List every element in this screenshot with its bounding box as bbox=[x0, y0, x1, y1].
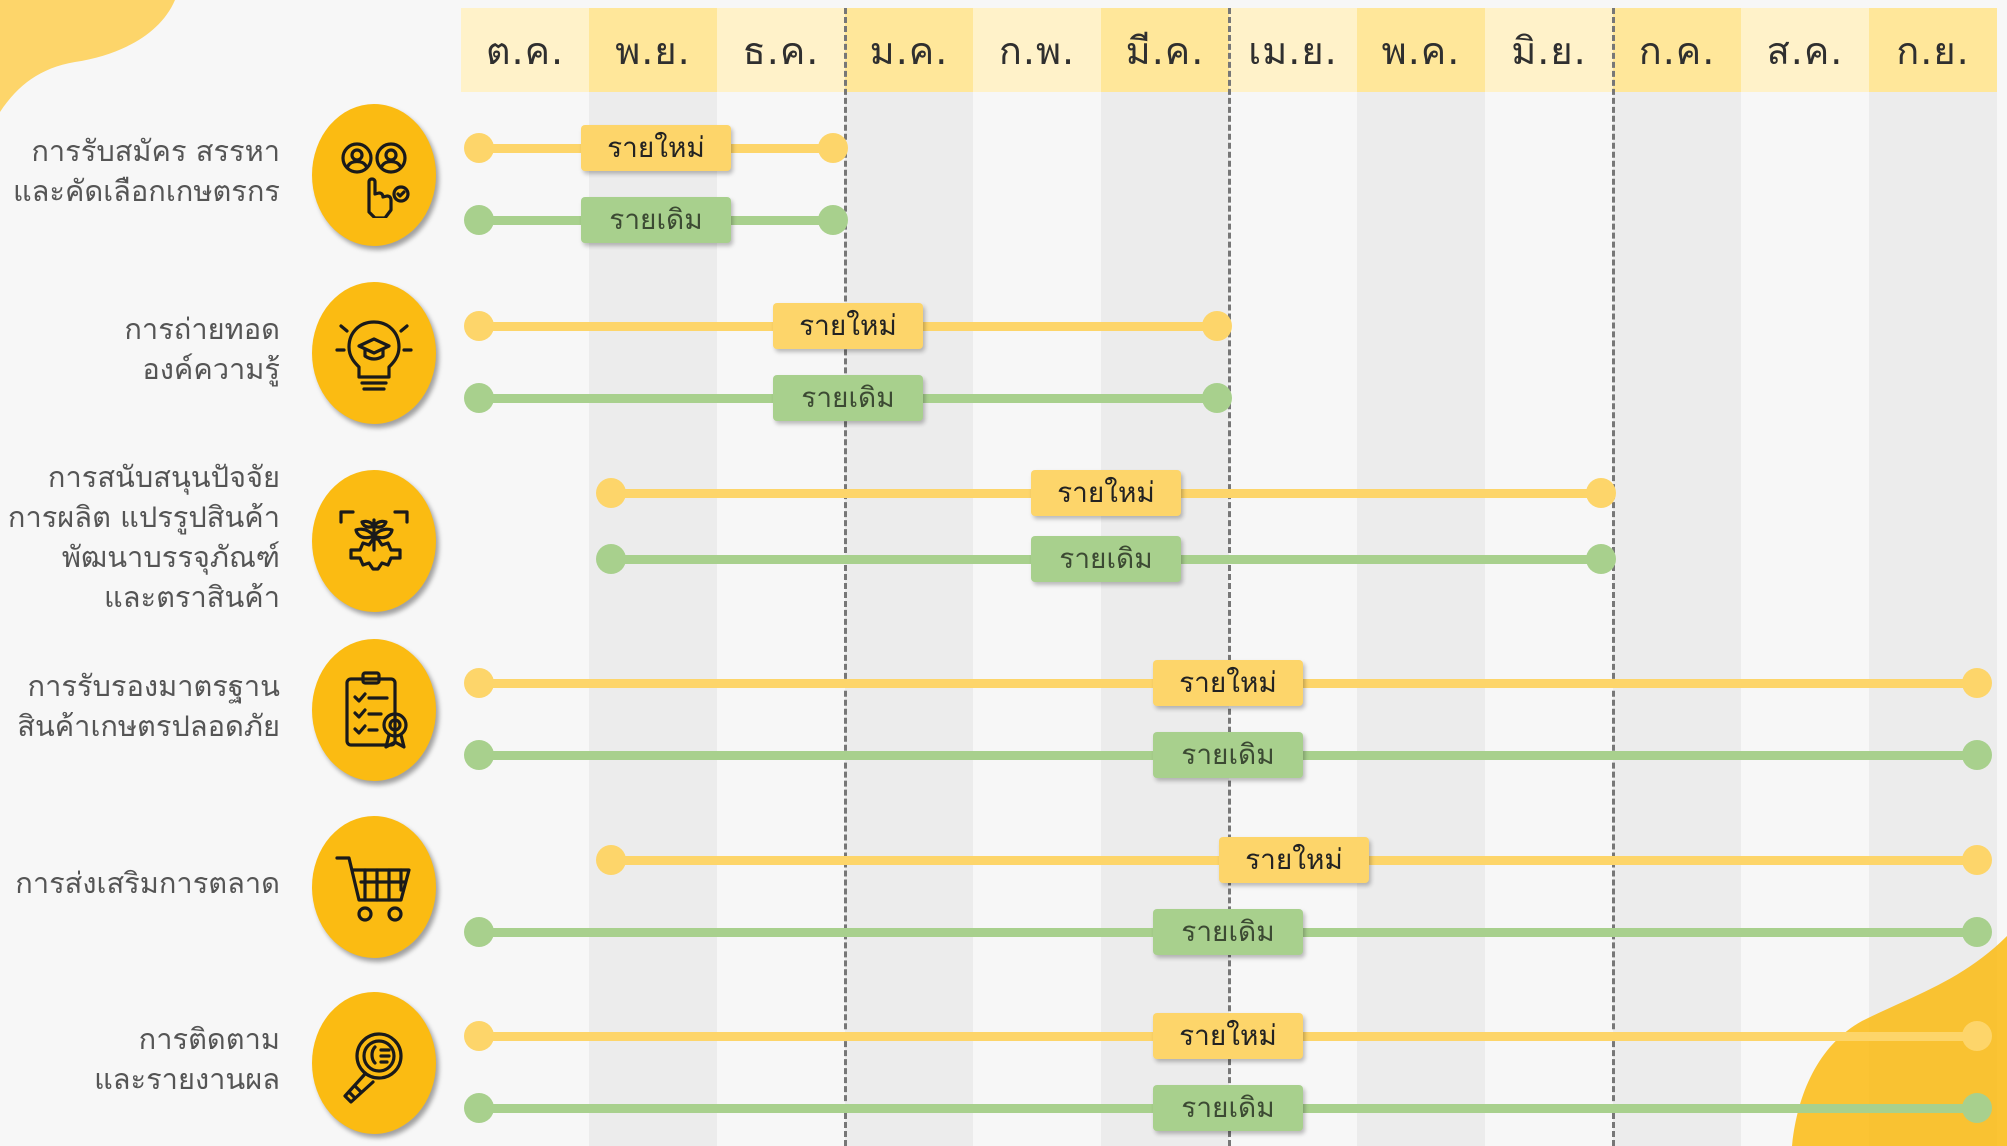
new-farmer-pill: รายใหม่ bbox=[1153, 660, 1303, 706]
month-header: มิ.ย. bbox=[1485, 8, 1613, 92]
existing-farmer-pill: รายเดิม bbox=[581, 197, 731, 243]
month-header: ก.พ. bbox=[973, 8, 1101, 92]
month-header: ก.ค. bbox=[1613, 8, 1741, 92]
bar-start-dot bbox=[464, 133, 494, 163]
bar-start-dot bbox=[464, 917, 494, 947]
new-farmer-pill: รายใหม่ bbox=[1031, 470, 1181, 516]
quarter-divider bbox=[1228, 8, 1231, 1146]
bar-end-dot bbox=[1962, 668, 1992, 698]
month-header: พ.ค. bbox=[1357, 8, 1485, 92]
bar-start-dot bbox=[464, 311, 494, 341]
month-column-stripe bbox=[1357, 8, 1485, 1146]
month-header: เม.ย. bbox=[1229, 8, 1357, 92]
bar-end-dot bbox=[1586, 478, 1616, 508]
quarter-divider bbox=[1612, 8, 1615, 1146]
recruit-people-icon bbox=[341, 142, 410, 218]
bar-start-dot bbox=[596, 544, 626, 574]
bar-start-dot bbox=[464, 383, 494, 413]
bar-start-dot bbox=[596, 845, 626, 875]
activity-label: การถ่ายทอด องค์ความรู้ bbox=[124, 312, 280, 386]
shopping-cart-icon bbox=[335, 856, 411, 922]
bar-end-dot bbox=[1962, 1093, 1992, 1123]
activity-label: การติดตาม และรายงานผล bbox=[94, 1022, 280, 1096]
month-header: ม.ค. bbox=[845, 8, 973, 92]
plant-gear-icon bbox=[339, 510, 409, 571]
bar-end-dot bbox=[818, 133, 848, 163]
existing-farmer-pill: รายเดิม bbox=[773, 375, 923, 421]
activity-label: การส่งเสริมการตลาด bbox=[15, 866, 280, 900]
bar-end-dot bbox=[1962, 1021, 1992, 1051]
month-column-stripe bbox=[589, 8, 717, 1146]
activity-label: การรับรองมาตรฐาน สินค้าเกษตรปลอดภัย bbox=[17, 669, 280, 743]
bar-start-dot bbox=[464, 668, 494, 698]
existing-farmer-pill: รายเดิม bbox=[1153, 732, 1303, 778]
bar-end-dot bbox=[1202, 311, 1232, 341]
existing-farmer-pill: รายเดิม bbox=[1153, 909, 1303, 955]
activity-icon-badge bbox=[312, 639, 436, 781]
bar-start-dot bbox=[596, 478, 626, 508]
new-farmer-pill: รายใหม่ bbox=[773, 303, 923, 349]
bar-end-dot bbox=[1586, 544, 1616, 574]
bar-start-dot bbox=[464, 205, 494, 235]
month-header: ต.ค. bbox=[461, 8, 589, 92]
quarter-divider bbox=[844, 8, 847, 1146]
month-header: มี.ค. bbox=[1101, 8, 1229, 92]
activity-icon-badge bbox=[312, 104, 436, 246]
month-header: ส.ค. bbox=[1741, 8, 1869, 92]
bar-start-dot bbox=[464, 740, 494, 770]
month-header: ก.ย. bbox=[1869, 8, 1997, 92]
activity-icon-badge bbox=[312, 816, 436, 958]
lightbulb-graduation-icon bbox=[335, 320, 413, 391]
activity-label: การสนับสนุนปัจจัย การผลิต แปรรูปสินค้า พ… bbox=[7, 460, 280, 614]
bar-start-dot bbox=[464, 1021, 494, 1051]
activity-icon-badge bbox=[312, 470, 436, 612]
corner-blob-top-left bbox=[0, 0, 175, 112]
existing-farmer-pill: รายเดิม bbox=[1031, 536, 1181, 582]
existing-farmer-pill: รายเดิม bbox=[1153, 1085, 1303, 1131]
bar-end-dot bbox=[818, 205, 848, 235]
activity-icon-badge bbox=[312, 992, 436, 1134]
month-header: ธ.ค. bbox=[717, 8, 845, 92]
new-farmer-pill: รายใหม่ bbox=[1219, 837, 1369, 883]
new-farmer-pill: รายใหม่ bbox=[581, 125, 731, 171]
bar-end-dot bbox=[1962, 917, 1992, 947]
new-farmer-pill: รายใหม่ bbox=[1153, 1013, 1303, 1059]
month-column-stripe bbox=[1869, 8, 1997, 1146]
bar-end-dot bbox=[1962, 845, 1992, 875]
magnifier-report-icon bbox=[343, 1032, 403, 1104]
month-column-stripe bbox=[845, 8, 973, 1146]
clipboard-certificate-icon bbox=[345, 671, 408, 749]
activity-label: การรับสมัคร สรรหา และคัดเลือกเกษตรกร bbox=[12, 134, 280, 208]
bar-start-dot bbox=[464, 1093, 494, 1123]
bar-end-dot bbox=[1962, 740, 1992, 770]
month-column-stripe bbox=[1613, 8, 1741, 1146]
activity-icon-badge bbox=[312, 282, 436, 424]
bar-end-dot bbox=[1202, 383, 1232, 413]
month-header: พ.ย. bbox=[589, 8, 717, 92]
